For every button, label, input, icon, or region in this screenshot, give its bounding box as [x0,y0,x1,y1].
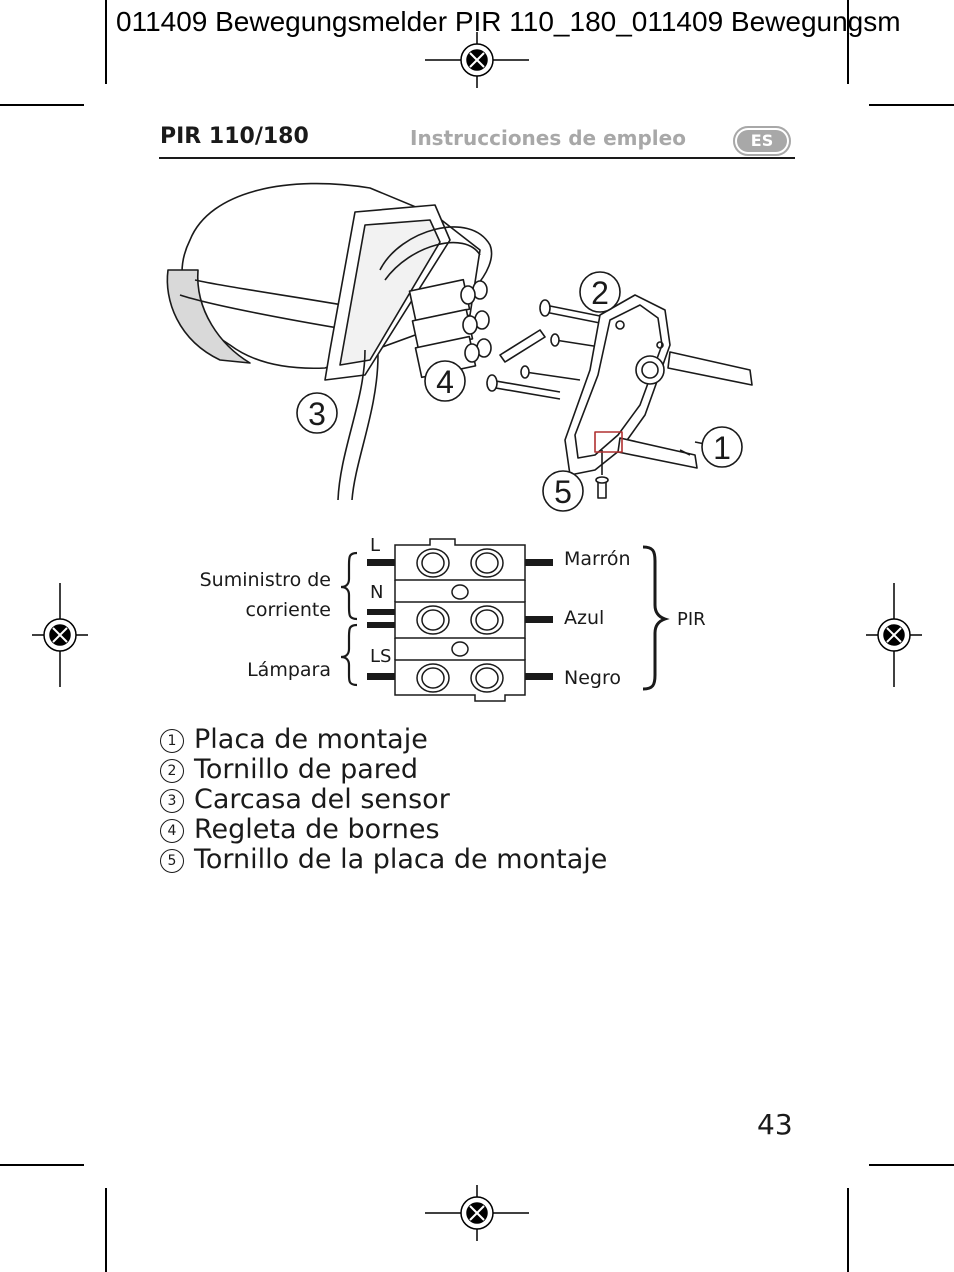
callout-5: 5 [542,470,584,512]
brace-supply [340,551,358,621]
registration-mark-right [866,583,922,687]
wall-plugs [617,351,753,469]
terminal-strip [394,538,526,702]
legend-number: 4 [160,819,184,843]
terminal-l-label: L [370,535,381,556]
plate-screw [597,481,607,499]
legend-text: Tornillo de la placa de montaje [194,844,608,875]
pir-label: PIR [677,609,706,630]
legend-item: 2 Tornillo de pared [160,755,607,785]
callout-4: 4 [424,360,466,402]
legend-item: 5 Tornillo de la placa de montaje [160,845,607,875]
legend-item: 1 Placa de montaje [160,725,607,755]
terminal-screws [416,548,504,693]
terminal-ls-label: LS [370,646,392,667]
registration-mark-top [425,32,529,88]
page-number: 43 [757,1108,793,1141]
legend-text: Placa de montaje [194,724,428,755]
legend-number: 1 [160,729,184,753]
lamp-label: Lámpara [247,659,331,681]
legend-number: 5 [160,849,184,873]
terminal-n-label: N [370,582,384,603]
model-name: PIR 110/180 [160,124,309,149]
callout-4-label: 4 [436,364,454,400]
wire-black-label: Negro [564,667,621,689]
print-slug: 011409 Bewegungsmelder PIR 110_180_01140… [116,6,901,37]
legend-item: 4 Regleta de bornes [160,815,607,845]
registration-mark-left [32,583,88,687]
callout-5-label: 5 [554,474,572,510]
callout-1: 1 [701,426,743,468]
callout-2: 2 [579,271,621,313]
legend-text: Tornillo de pared [194,754,419,785]
supply-label-line2: corriente [245,599,331,621]
language-badge: ES [733,126,791,156]
parts-legend: 1 Placa de montaje 2 Tornillo de pared 3 Ca… [160,725,607,875]
wire-brown-label: Marrón [564,548,631,570]
legend-item: 3 Carcasa del sensor [160,785,607,815]
callout-3-label: 3 [308,396,326,432]
exploded-view-illustration: 1 2 3 4 5 [166,182,753,512]
callout-3: 3 [296,392,338,434]
wire-blue-label: Azul [564,607,605,629]
wall-screws [486,299,621,400]
sensor-lens [166,269,251,364]
terminal-block [408,278,492,379]
callout-2-label: 2 [591,275,609,311]
header-rule [159,157,795,159]
legend-text: Carcasa del sensor [194,784,450,815]
wiring-diagram [340,538,670,702]
cable [337,349,366,501]
legend-number: 2 [160,759,184,783]
legend-number: 3 [160,789,184,813]
section-title: Instrucciones de empleo [410,126,686,150]
registration-mark-bottom [425,1185,529,1241]
supply-label-line1: Suministro de [199,569,331,591]
callout-1-label: 1 [713,430,731,466]
legend-text: Regleta de bornes [194,814,440,845]
brace-lamp [340,623,358,687]
brace-pir [642,545,670,691]
wire-stubs [367,559,553,680]
cable-clip [499,329,546,363]
